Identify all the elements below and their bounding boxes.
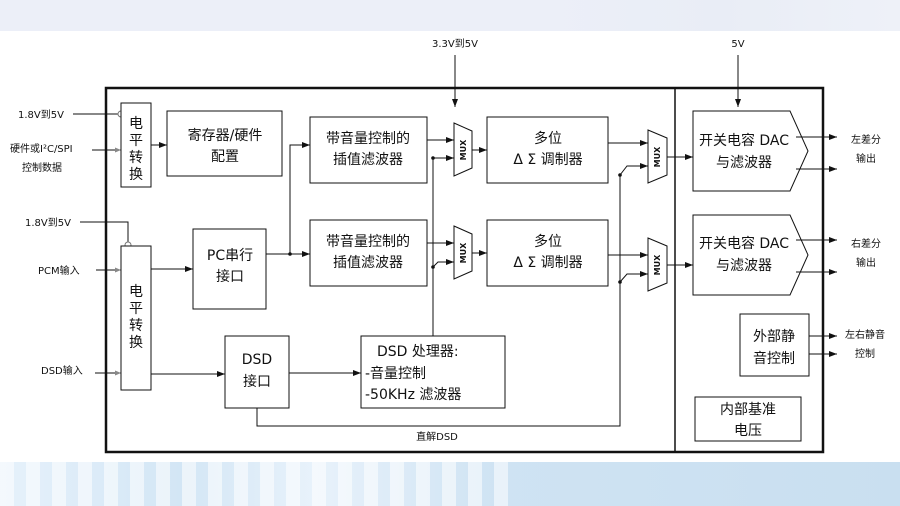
register-config-line1: 寄存器/硬件 xyxy=(188,127,263,144)
level-shifter-top-char-2: 平 xyxy=(129,133,143,149)
dsd-processor-line3: -50KHz 滤波器 xyxy=(365,387,461,403)
modulator-right-line1: 多位 xyxy=(534,233,562,250)
dac-left-line1: 开关电容 DAC xyxy=(699,132,789,149)
dsd-processor-line1: DSD 处理器: xyxy=(377,344,459,360)
interp-filter-left-line2: 插值滤波器 xyxy=(333,152,403,168)
supply-label-5v: 5V xyxy=(731,39,744,50)
level-shifter-top xyxy=(120,102,152,188)
supply-label-left-top: 1.8V到5V xyxy=(18,109,64,121)
dsd-processor-line2: -音量控制 xyxy=(365,365,426,382)
mute-block-line2: 音控制 xyxy=(753,350,795,367)
bottom-band-stripes xyxy=(0,462,520,506)
direct-dsd-path xyxy=(256,282,621,427)
mux-4-label: MUX xyxy=(653,254,662,275)
mux-1 xyxy=(453,122,473,177)
level-shifter-bottom xyxy=(120,245,152,391)
interp-filter-left xyxy=(309,116,428,184)
dsd-input-label: DSD输入 xyxy=(41,364,83,377)
vref-line2: 电压 xyxy=(734,423,762,439)
mux-2 xyxy=(453,225,473,280)
supply-label-left-mid: 1.8V到5V xyxy=(25,217,71,229)
to-filter1-arrow xyxy=(289,142,310,254)
dac-left-line2: 与滤波器 xyxy=(716,155,772,171)
mux-2-label: MUX xyxy=(459,242,468,263)
mute-output-label-1: 左右静音 xyxy=(845,328,885,341)
delta-sigma-modulator-right xyxy=(486,219,609,287)
level-shifter-top-char-4: 换 xyxy=(129,166,143,183)
dac-filter-right xyxy=(692,214,809,296)
mux-3 xyxy=(647,129,668,184)
level-shifter-bottom-char-2: 平 xyxy=(129,301,143,317)
left-output-label-2: 输出 xyxy=(856,152,876,165)
dsd-processor-block xyxy=(360,335,506,409)
direct-dsd-to-mux4-arrow xyxy=(619,271,648,283)
dsd-interface-line2: 接口 xyxy=(243,373,271,390)
interp-filter-left-line1: 带音量控制的 xyxy=(326,130,410,147)
interp-filter-right xyxy=(309,219,428,287)
bottom-background-band xyxy=(0,462,900,506)
dsd-proc-to-mux2-arrow xyxy=(432,259,454,268)
register-config-block xyxy=(166,110,283,177)
right-output-label-2: 输出 xyxy=(856,256,876,269)
supply-label-3v3-5v: 3.3V到5V xyxy=(432,38,478,50)
dac-filter-left xyxy=(692,110,809,192)
external-mute-control-block xyxy=(739,313,810,377)
interp-filter-right-line2: 插值滤波器 xyxy=(333,255,403,271)
mute-output-label-2: 控制 xyxy=(855,347,875,360)
level-shifter-bottom-char-3: 转 xyxy=(129,318,143,334)
supply-line-left-mid xyxy=(80,221,129,243)
direct-dsd-to-mux3-arrow xyxy=(619,163,648,176)
pc-serial-line2: 接口 xyxy=(216,268,244,285)
left-output-label-1: 左差分 xyxy=(851,133,881,146)
pcm-input-label: PCM输入 xyxy=(38,264,80,277)
control-data-label-1: 硬件或I²C/SPI xyxy=(10,143,73,155)
mux-3-label: MUX xyxy=(653,146,662,167)
control-data-label-2: 控制数据 xyxy=(22,161,62,174)
level-shifter-bottom-char-4: 换 xyxy=(129,334,143,351)
pc-serial-interface-block xyxy=(192,228,267,310)
dac-right-line1: 开关电容 DAC xyxy=(699,235,789,252)
mux-1-label: MUX xyxy=(459,139,468,160)
dac-right-line2: 与滤波器 xyxy=(716,258,772,274)
level-shifter-top-char-3: 转 xyxy=(129,150,143,166)
mute-block-line1: 外部静 xyxy=(753,329,795,345)
mux-4 xyxy=(647,237,668,292)
modulator-left-line1: 多位 xyxy=(534,130,562,147)
level-shifter-top-char-1: 电 xyxy=(129,116,143,132)
dsd-interface-block xyxy=(224,335,290,409)
modulator-left-line2: Δ Σ 调制器 xyxy=(513,152,582,168)
modulator-right-line2: Δ Σ 调制器 xyxy=(513,255,582,271)
pc-serial-line1: PC串行 xyxy=(207,248,253,264)
top-background-band xyxy=(0,0,900,31)
internal-reference-block xyxy=(694,396,802,442)
register-config-line2: 配置 xyxy=(211,149,239,165)
dsd-interface-line1: DSD xyxy=(242,352,272,368)
delta-sigma-modulator-left xyxy=(486,116,609,184)
right-output-label-1: 右差分 xyxy=(851,237,881,250)
interp-filter-right-line1: 带音量控制的 xyxy=(326,233,410,250)
vref-line1: 内部基准 xyxy=(720,401,776,418)
level-shifter-bottom-char-1: 电 xyxy=(129,284,143,300)
direct-dsd-label: 直解DSD xyxy=(416,430,458,443)
